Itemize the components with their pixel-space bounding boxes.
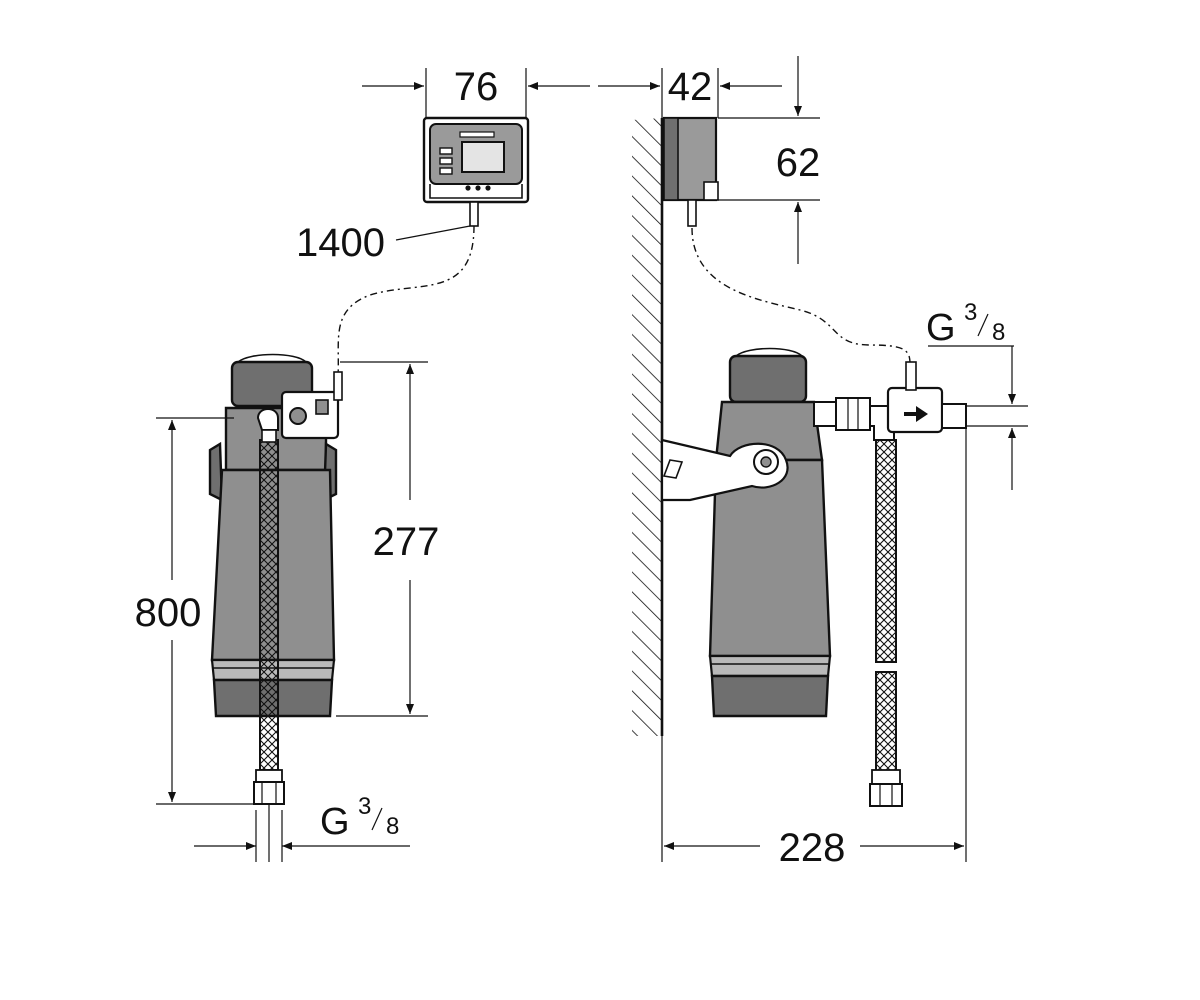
dimension-1400: 1400 bbox=[296, 221, 475, 377]
dimension-277: 277 bbox=[336, 361, 440, 717]
thread-denominator-outlet: 8 bbox=[386, 813, 399, 840]
dimension-outlet-thread: G 3 8 bbox=[194, 793, 410, 862]
dim-cable-length: 1400 bbox=[296, 221, 385, 265]
filter-unit-side bbox=[660, 347, 967, 807]
dim-total-height: 800 bbox=[135, 591, 202, 635]
dimension-800: 800 bbox=[135, 417, 256, 805]
controller-front bbox=[422, 116, 530, 227]
thread-denominator-inlet: 8 bbox=[992, 319, 1005, 346]
thread-numerator-outlet: 3 bbox=[358, 793, 371, 820]
wall-section bbox=[632, 118, 664, 862]
thread-letter-inlet: G bbox=[926, 307, 956, 349]
dim-controller-width: 76 bbox=[454, 65, 499, 109]
front-view: 76 1400 bbox=[135, 65, 590, 862]
dimension-62: 62 bbox=[718, 56, 820, 264]
thread-letter-outlet: G bbox=[320, 801, 350, 843]
side-view: 42 62 bbox=[598, 56, 1028, 870]
dimension-inlet-thread: G 3 8 bbox=[926, 299, 1028, 490]
dim-wall-projection: 228 bbox=[779, 826, 846, 870]
filter-unit-front bbox=[208, 353, 343, 862]
dim-controller-depth: 42 bbox=[668, 65, 713, 109]
dim-body-height: 277 bbox=[373, 520, 440, 564]
dim-controller-height: 62 bbox=[776, 141, 821, 185]
controller-side bbox=[662, 116, 911, 365]
dimension-76: 76 bbox=[362, 65, 590, 122]
dimension-228: 228 bbox=[664, 426, 967, 870]
dimension-42: 42 bbox=[598, 65, 782, 118]
thread-numerator-inlet: 3 bbox=[964, 299, 977, 326]
